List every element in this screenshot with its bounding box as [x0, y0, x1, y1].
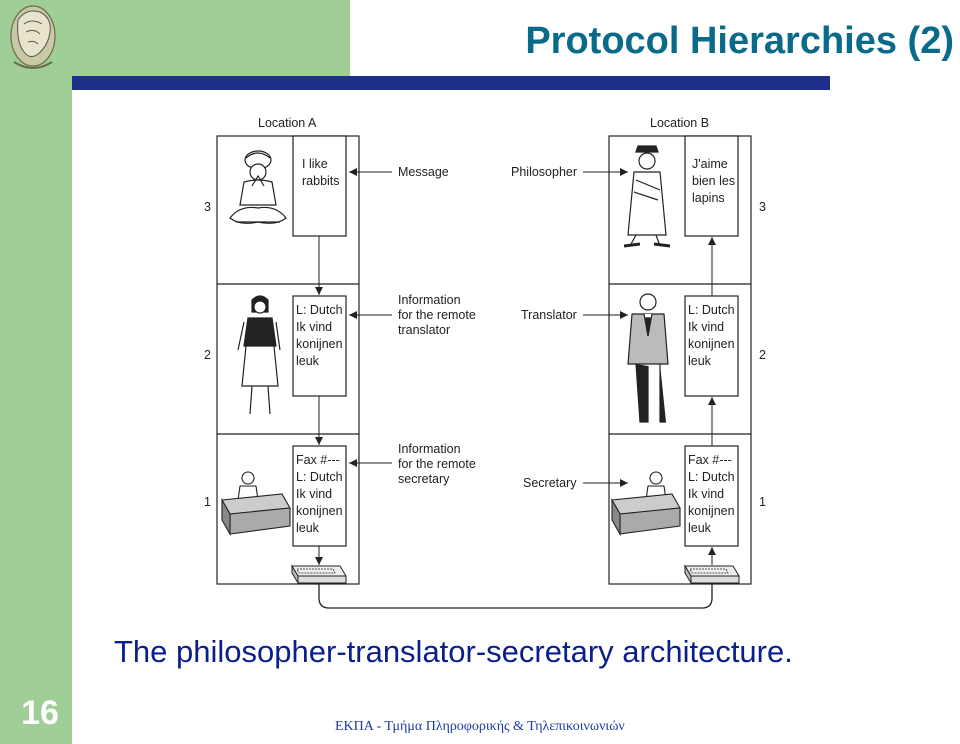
- l3-role-label: Philosopher: [511, 165, 578, 179]
- page-title: Protocol Hierarchies (2): [525, 20, 954, 62]
- diagram-caption: The philosopher-translator-secretary arc…: [114, 634, 793, 669]
- slide-number: 16: [21, 694, 59, 732]
- secretary-desk-icon: [611, 471, 681, 537]
- header-band: [0, 0, 350, 78]
- l3-left-box: [292, 135, 347, 237]
- location-a-frame: [216, 135, 360, 585]
- l1-right-box: [684, 445, 739, 547]
- layer-3-number-right: 3: [759, 200, 766, 214]
- l2-right-box: [684, 295, 739, 397]
- l1-role-label: Secretary: [523, 476, 577, 490]
- l2-role-label: Translator: [521, 308, 577, 322]
- philosopher-sitting-icon: [229, 150, 287, 224]
- layer-2-number-right: 2: [759, 348, 766, 362]
- fax-machine-icon: [291, 564, 347, 585]
- title-underline: [72, 76, 830, 90]
- logo-icon: [10, 5, 56, 69]
- l3-right-box: [684, 135, 739, 237]
- translator-woman-icon: [237, 295, 281, 415]
- physical-link: [318, 583, 713, 609]
- translator-man-icon: [627, 293, 669, 423]
- layer-1-number-left: 1: [204, 495, 211, 509]
- layer-2-number-left: 2: [204, 348, 211, 362]
- fax-machine-icon: [684, 564, 740, 585]
- location-b-frame: [608, 135, 752, 585]
- secretary-desk-icon: [221, 471, 291, 537]
- philosopher-standing-icon: [623, 145, 671, 248]
- layer-1-number-right: 1: [759, 495, 766, 509]
- location-a-label: Location A: [258, 116, 317, 130]
- layer-3-number-left: 3: [204, 200, 211, 214]
- side-bar: [0, 0, 72, 744]
- l1-left-box: [292, 445, 347, 547]
- footer-text: ΕΚΠΑ - Τμήμα Πληροφορικής & Τηλεπικοινων…: [335, 719, 625, 734]
- l3-message-label: Message: [398, 165, 449, 179]
- l2-left-box: [292, 295, 347, 397]
- location-b-label: Location B: [650, 116, 710, 130]
